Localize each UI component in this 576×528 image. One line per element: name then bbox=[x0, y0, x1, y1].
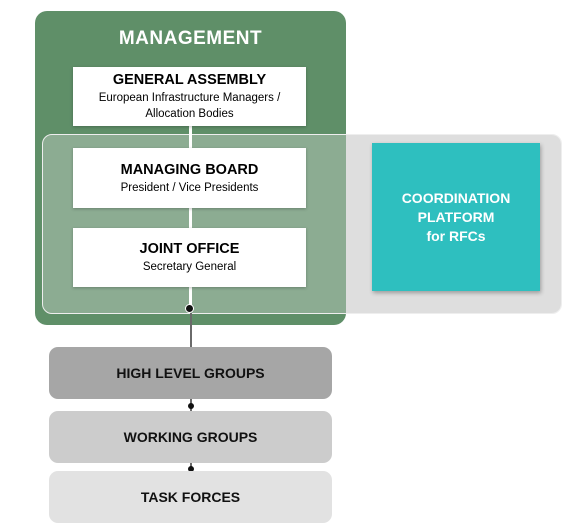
managing-board-subtitle: President / Vice Presidents bbox=[120, 181, 259, 194]
joint-office-title: JOINT OFFICE bbox=[139, 241, 240, 257]
managing-board-box: MANAGING BOARD President / Vice Presiden… bbox=[73, 148, 306, 208]
working-groups-label: WORKING GROUPS bbox=[123, 429, 258, 445]
coordination-platform-box: COORDINATION PLATFORM for RFCs bbox=[372, 143, 540, 291]
high-level-groups-label: HIGH LEVEL GROUPS bbox=[116, 365, 265, 381]
joint-office-subtitle: Secretary General bbox=[142, 261, 237, 273]
management-title: MANAGEMENT bbox=[118, 28, 263, 49]
general-assembly-title: GENERAL ASSEMBLY bbox=[112, 72, 267, 88]
managing-board-title: MANAGING BOARD bbox=[120, 161, 259, 178]
connector-dot-management bbox=[185, 304, 194, 313]
working-groups-box: WORKING GROUPS bbox=[49, 411, 332, 463]
connector-management-groups bbox=[190, 313, 192, 347]
general-assembly-subtitle-line1: European Infrastructure Managers / bbox=[98, 92, 281, 104]
task-forces-box: TASK FORCES bbox=[49, 471, 332, 523]
connector-board-office bbox=[189, 207, 192, 229]
joint-office-box: JOINT OFFICE Secretary General bbox=[73, 228, 306, 287]
connector-office-dot bbox=[189, 287, 192, 307]
high-level-groups-box: HIGH LEVEL GROUPS bbox=[49, 347, 332, 399]
connector-dot-highlevel bbox=[188, 403, 194, 409]
task-forces-label: TASK FORCES bbox=[140, 489, 241, 505]
connector-assembly-board bbox=[189, 126, 192, 150]
general-assembly-box: GENERAL ASSEMBLY European Infrastructure… bbox=[73, 67, 306, 126]
general-assembly-subtitle-line2: Allocation Bodies bbox=[145, 108, 234, 120]
connector-dot-working bbox=[188, 466, 194, 472]
coordination-platform-label: COORDINATION PLATFORM for RFCs bbox=[401, 189, 511, 244]
